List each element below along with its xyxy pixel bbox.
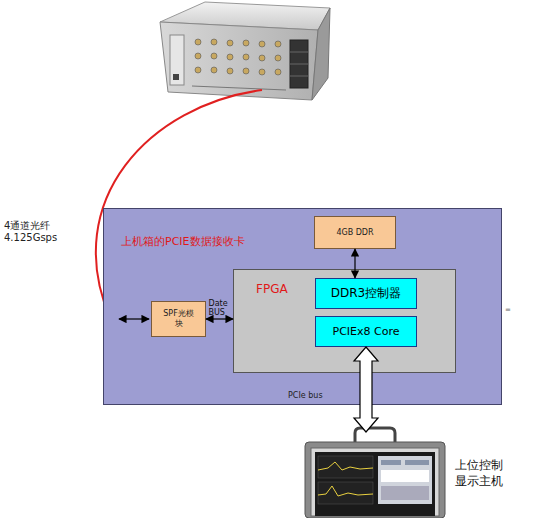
node-text: 上位控制 显示主机 (455, 458, 517, 489)
host-computer: 上位控制 显示主机 (305, 432, 550, 518)
fpga-box: FPGA DDR3控制器 PCIEx8 Core (233, 269, 456, 373)
node-text: DDR3控制器 (331, 286, 401, 300)
node-text: SPF光模块 (162, 309, 196, 328)
receiver-card-board: 上机箱的PCIE数据接收卡 PCIe bus 4GB DDR SPF光模块 FPGA DD… (103, 208, 502, 405)
laptop-illustration (305, 428, 445, 518)
node-text: PCIEx8 Core (333, 325, 400, 338)
node-text: PCIe bus (288, 391, 323, 401)
connector-arrow (119, 318, 149, 319)
chassis-illustration (160, 2, 330, 100)
bus-arrow (354, 347, 378, 432)
ddr3-controller-box: DDR3控制器 (315, 278, 417, 309)
data-arrow (354, 249, 355, 278)
node-text: 4GB DDR (335, 228, 375, 238)
node-text: 上机箱的PCIE数据接收卡 (121, 235, 245, 248)
edge-label: Date BUS (209, 299, 237, 318)
data-arrow (206, 318, 233, 319)
fiber-label: 4通道光纤 4.125Gsps (4, 220, 66, 244)
node-text: FPGA (256, 282, 288, 296)
pcie-core-box: PCIEx8 Core (315, 316, 417, 347)
memory-box: 4GB DDR (314, 216, 396, 249)
optical-module-box: SPF光模块 (151, 301, 206, 337)
stray-mark: = (505, 306, 511, 314)
